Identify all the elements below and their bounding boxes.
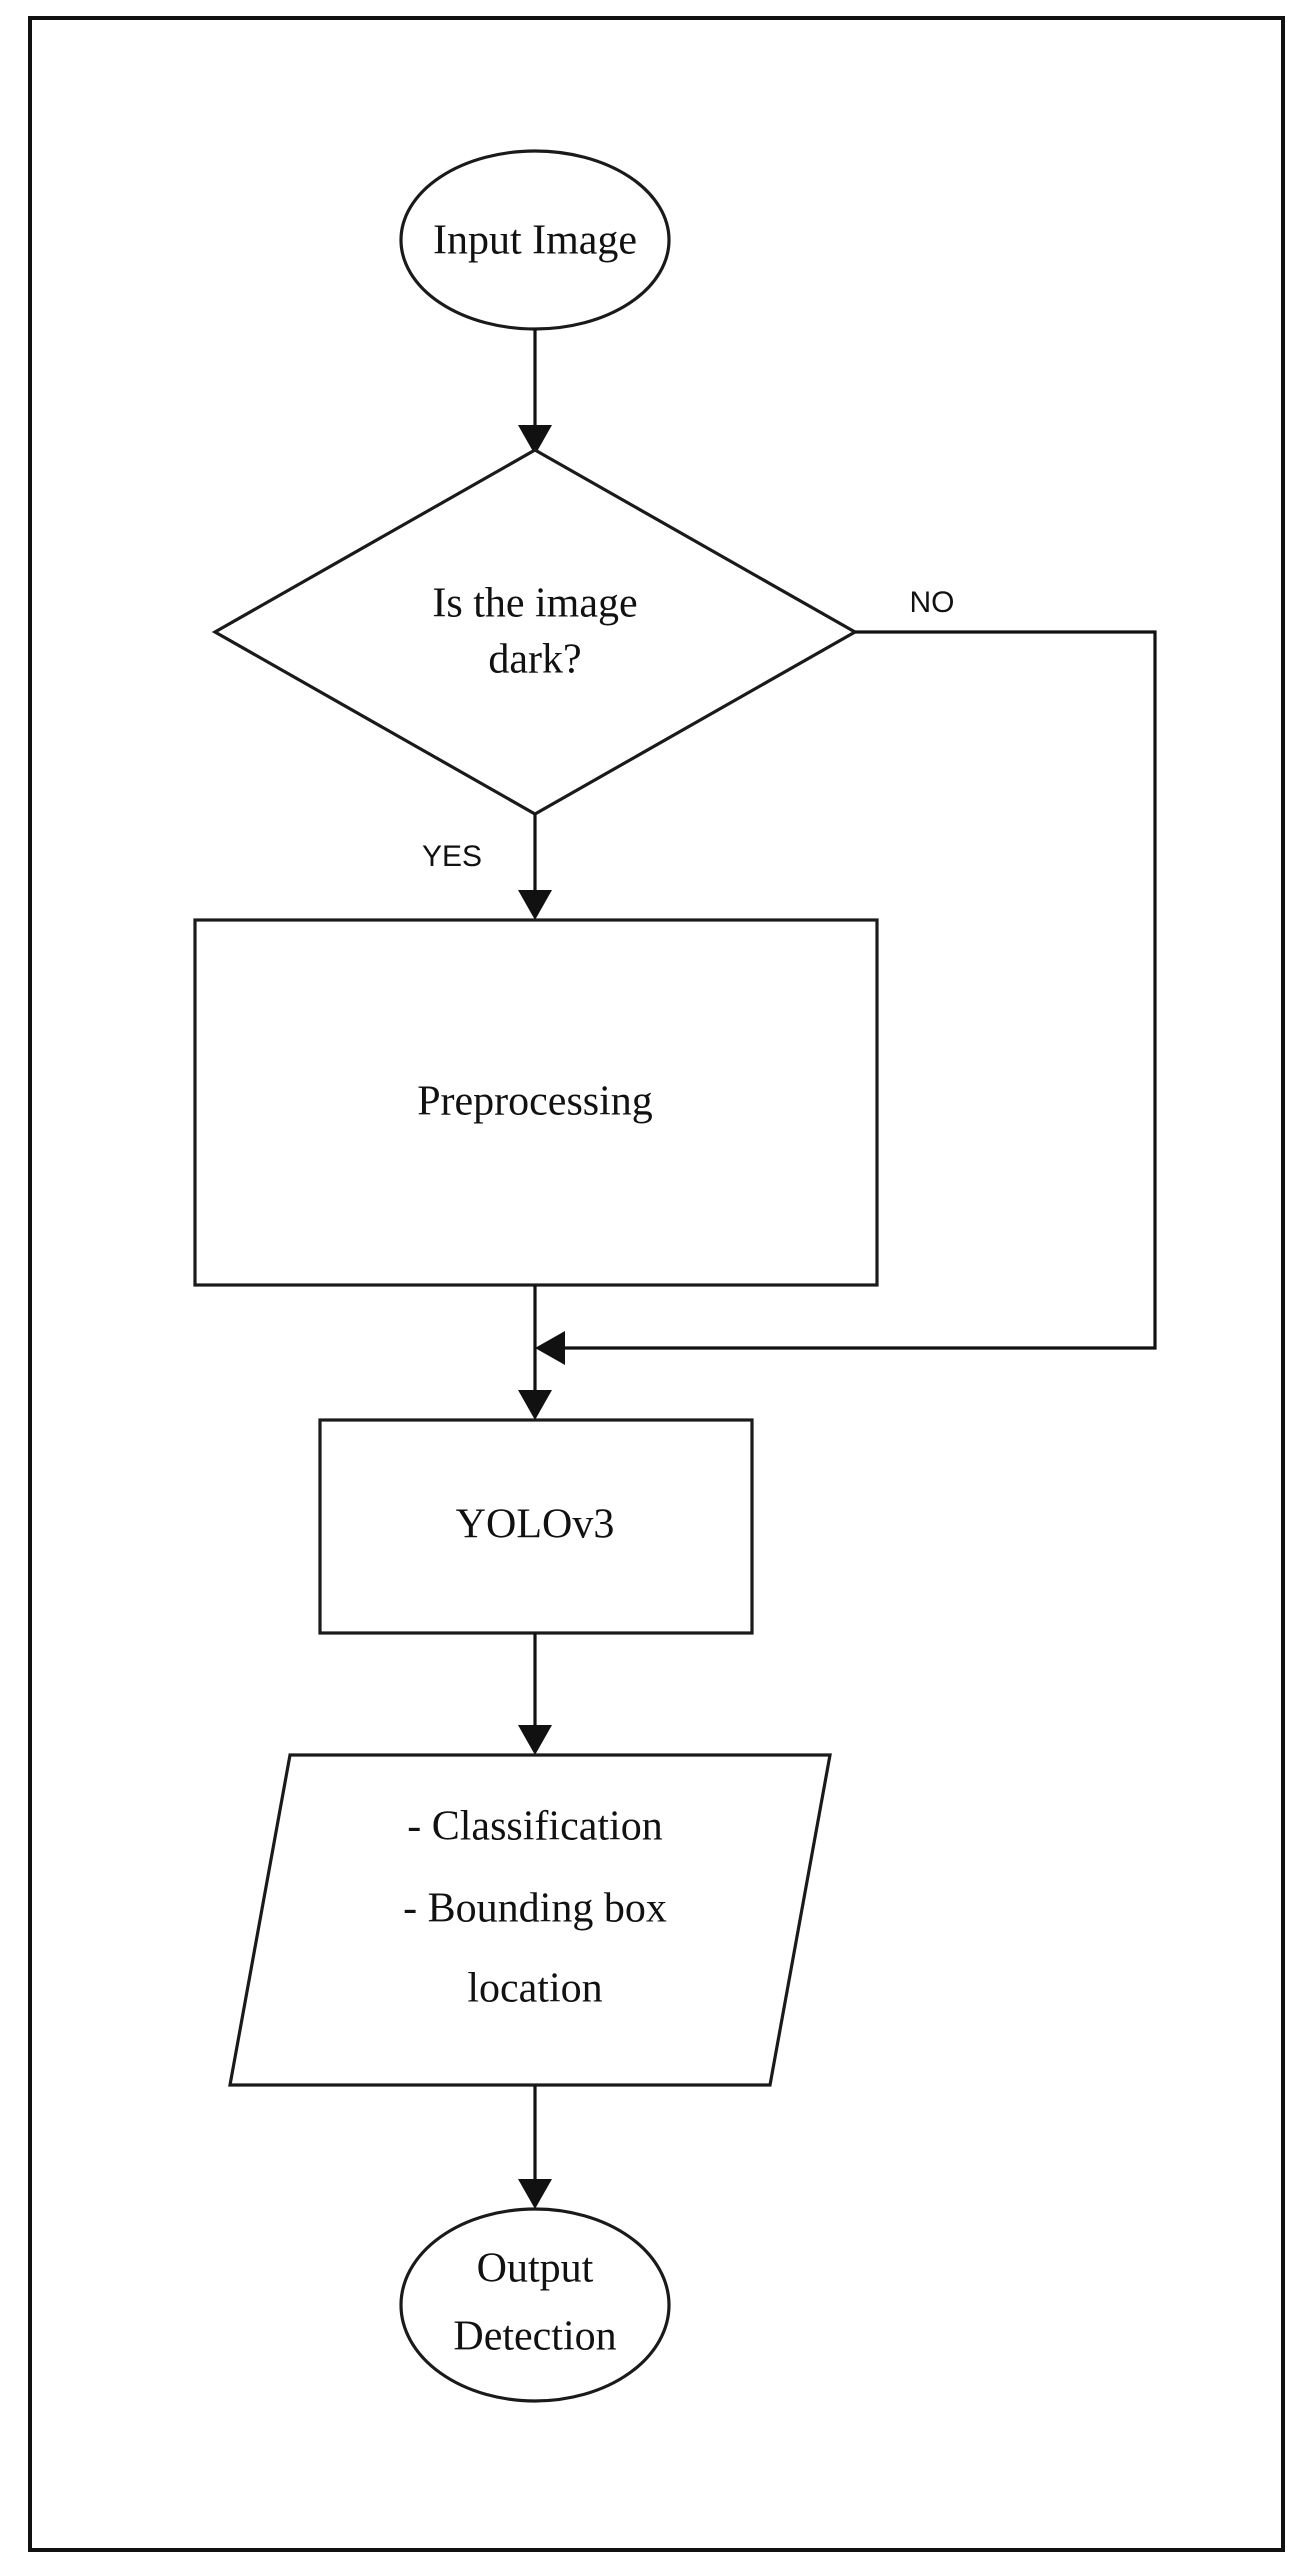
node-yolov3-label: YOLOv3: [456, 1502, 615, 1548]
edge-input-to-decision-arrowhead: [518, 425, 552, 455]
node-preprocessing[interactable]: [193, 918, 879, 1287]
node-preprocessing-label: Preprocessing: [417, 1079, 653, 1125]
node-detection-results-label-line1: - Classification: [407, 1804, 662, 1850]
edge-yes-branch-arrowhead: [518, 890, 552, 920]
edge-label-yes: YES: [422, 840, 482, 873]
edge-results-to-output-arrowhead: [518, 2179, 552, 2209]
node-output-detection-label-line1: Output: [477, 2246, 594, 2292]
node-input-image-label: Input Image: [433, 218, 637, 264]
edge-preprocessing-to-yolov3-arrowhead: [518, 1390, 552, 1420]
node-output-detection[interactable]: [399, 2207, 671, 2403]
node-detection-results[interactable]: [228, 1753, 832, 2087]
edge-yolov3-to-results-arrowhead: [518, 1725, 552, 1755]
node-yolov3[interactable]: [318, 1418, 754, 1635]
edge-no-branch-arrowhead: [535, 1331, 565, 1365]
node-output-detection-label-line2: Detection: [453, 2314, 616, 2360]
edge-label-no: NO: [910, 586, 955, 619]
node-detection-results-label-line3: location: [467, 1966, 602, 2012]
node-detection-results-label-line2: - Bounding box: [403, 1886, 667, 1932]
node-is-image-dark-label-line2: dark?: [488, 637, 581, 683]
edge-no-branch-line: [552, 630, 1157, 1350]
node-is-image-dark-label-line1: Is the image: [432, 581, 637, 627]
